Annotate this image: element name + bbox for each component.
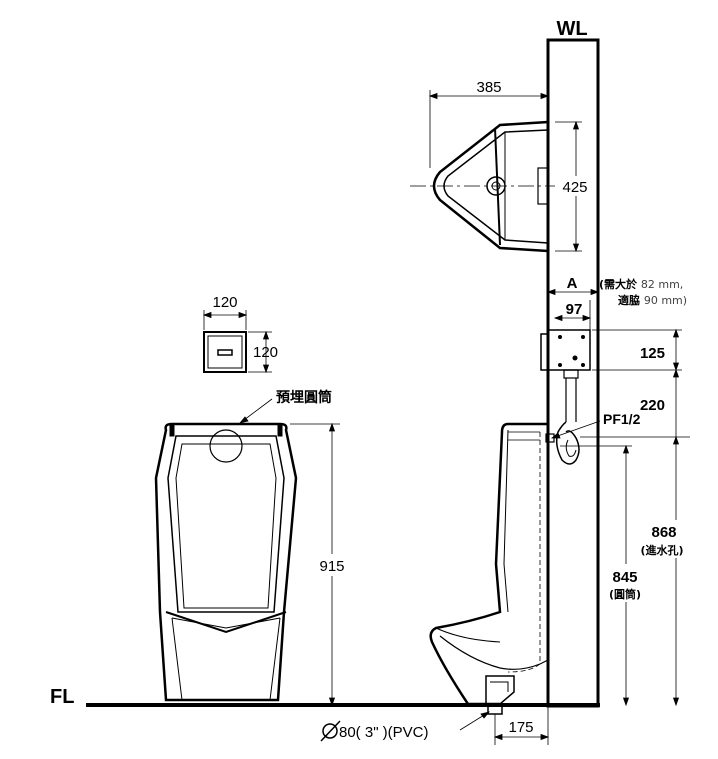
sleeve-height-mask	[603, 564, 647, 602]
button-height-label: 120	[253, 344, 278, 361]
urinal-height-mask	[312, 554, 352, 576]
flush-button	[203, 331, 247, 373]
top-width-label: 385	[476, 79, 501, 96]
dimension-top-width	[428, 90, 550, 168]
sleeve-height-label: 845	[612, 569, 637, 586]
dimension-valve-a	[546, 288, 600, 296]
dimension-button	[202, 310, 272, 374]
inlet-height-note: (進水孔)	[640, 543, 683, 557]
urinal-top-view	[410, 120, 555, 253]
drain-offset-label: 175	[508, 719, 533, 736]
valve-width-label: 97	[566, 301, 583, 318]
sleeve-height-note: (圓筒)	[609, 587, 641, 601]
button-width-label: 120	[212, 294, 237, 311]
embedded-sleeve-leader	[238, 398, 273, 424]
top-height-label: 425	[562, 179, 587, 196]
valve-note-line2: 適脇 90 mm)	[618, 293, 687, 307]
diameter-icon	[320, 720, 341, 742]
drain-leader	[459, 711, 491, 731]
pipe-gap-label: 220	[640, 397, 665, 414]
drain-spec-label: 80( 3" )(PVC)	[339, 724, 429, 741]
dimension-valve-height	[592, 328, 682, 437]
wall	[546, 38, 600, 708]
floor-label: FL	[50, 686, 74, 708]
urinal-height-label: 915	[319, 558, 344, 575]
urinal-front-view	[154, 422, 298, 702]
valve-col-a-label: A	[567, 275, 578, 292]
dimension-drain-offset	[493, 706, 550, 745]
wall-label: WL	[556, 18, 587, 40]
inlet-pipe-leader	[550, 420, 601, 439]
top-height-mask	[556, 176, 594, 196]
flush-valve-box	[540, 329, 591, 465]
dimension-valve-width	[553, 300, 592, 330]
urinal-side-view	[429, 422, 549, 715]
embedded-sleeve-label: 預埋圓筒	[276, 389, 332, 406]
inlet-height-label: 868	[651, 524, 676, 541]
valve-height-label: 125	[640, 345, 665, 362]
inlet-pipe-label: PF1/2	[603, 411, 641, 427]
valve-note-line1: (需大於 82 mm,	[599, 277, 683, 291]
inlet-height-mask	[645, 520, 685, 558]
